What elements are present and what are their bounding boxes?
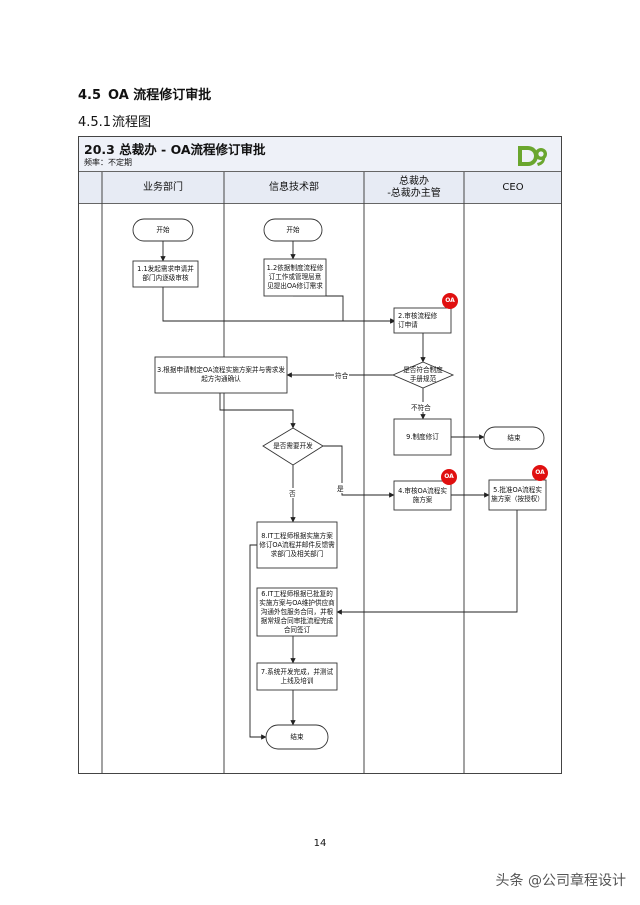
start-label-it: 开始 bbox=[286, 225, 300, 234]
diagram-title: 20.3 总裁办 - OA流程修订审批 bbox=[84, 142, 266, 157]
decision-compliance bbox=[391, 361, 455, 389]
oa-badge-icon bbox=[532, 465, 548, 481]
edge-label-not-comply: 不符合 bbox=[410, 402, 432, 412]
oa-badge-icon bbox=[442, 293, 458, 309]
decision-dev-label: 是否需要开发 bbox=[273, 441, 313, 450]
process-4-label: 4.审核OA流程实施方案 bbox=[398, 486, 447, 504]
edge-3-to-decision bbox=[219, 393, 296, 429]
process-2 bbox=[393, 307, 452, 334]
subsection-title: 流程图 bbox=[112, 115, 152, 130]
start-terminal-it bbox=[263, 218, 323, 242]
process-7 bbox=[256, 662, 338, 691]
edge-label-no: 否 bbox=[288, 488, 297, 498]
subsection-number: 4.5.1 bbox=[78, 115, 112, 130]
diagram-frequency: 频率：不定期 bbox=[84, 158, 132, 167]
end-label-it: 结束 bbox=[290, 732, 304, 741]
decision-compliance-label: 是否符合制度手册规范 bbox=[403, 366, 443, 383]
start-label-business: 开始 bbox=[156, 225, 170, 234]
section-title: OA 流程修订审批 bbox=[108, 88, 212, 103]
section-heading: 4.5 OA 流程修订审批 bbox=[78, 84, 211, 103]
process-1-1 bbox=[132, 260, 199, 288]
process-3 bbox=[154, 356, 288, 394]
edge-label-comply: 符合 bbox=[334, 370, 350, 380]
oa-badge-label: OA bbox=[445, 297, 455, 304]
decision-dev bbox=[262, 427, 324, 466]
oa-badge-label: OA bbox=[535, 469, 545, 476]
edge-yes-to-4 bbox=[323, 445, 395, 498]
lane-it: 信息技术部 bbox=[269, 182, 319, 193]
oa-badge-icon bbox=[441, 469, 457, 485]
edge-label-yes: 是 bbox=[336, 483, 345, 493]
process-8-label: 8.IT工程师根据实施方案修订OA流程并邮件反馈需求部门及相关部门 bbox=[259, 531, 335, 558]
section-number: 4.5 bbox=[78, 88, 102, 103]
diagram-titlebar bbox=[78, 136, 562, 172]
end-terminal-ceo bbox=[483, 426, 545, 450]
process-6-label: 6.IT工程师根据已批复的实施方案与OA维护供应商沟通外包服务合同，并根据常规合… bbox=[259, 589, 335, 634]
process-1-2 bbox=[263, 258, 327, 297]
process-9-label: 9.制度修订 bbox=[406, 432, 439, 441]
diagram-frame bbox=[78, 136, 562, 774]
end-label-ceo: 结束 bbox=[507, 433, 521, 442]
process-5 bbox=[488, 479, 547, 511]
process-8 bbox=[256, 521, 338, 569]
lane-president-office: 总裁办 -总裁办主管 bbox=[387, 176, 441, 199]
watermark: 头条 @公司章程设计 bbox=[495, 873, 626, 889]
lane-business: 业务部门 bbox=[143, 182, 183, 193]
process-5-label: 5.批准OA流程实施方案（按授权） bbox=[491, 486, 544, 503]
process-9 bbox=[393, 418, 452, 456]
start-terminal-business bbox=[132, 218, 194, 242]
edge-1-1-to-2 bbox=[162, 287, 396, 324]
process-2-label: 2.审核流程修订申请 bbox=[398, 311, 438, 329]
subsection-heading: 4.5.1流程图 bbox=[78, 111, 151, 130]
lane-header-row bbox=[78, 172, 562, 204]
process-7-label: 7.系统开发完成，并测试上线及培训 bbox=[260, 667, 334, 685]
end-terminal-it bbox=[265, 724, 329, 750]
oa-badge-label: OA bbox=[444, 473, 454, 480]
edge-1-2-to-2 bbox=[293, 295, 396, 324]
edge-8-to-end bbox=[249, 544, 267, 740]
process-3-label: 3.根据申请制定OA流程实施方案并与需求发起方沟通确认 bbox=[157, 366, 285, 383]
process-1-2-label: 1.2依据制度流程修订工作或管理层意见提出OA修订需求 bbox=[266, 264, 324, 290]
lane-ceo: CEO bbox=[502, 182, 524, 193]
process-6 bbox=[256, 587, 338, 637]
page-number: 14 bbox=[313, 838, 327, 849]
edge-5-to-6 bbox=[336, 510, 518, 615]
process-4 bbox=[393, 480, 452, 511]
logo-icon bbox=[518, 146, 547, 166]
process-1-1-label: 1.1发起需求申请并部门内逐级审核 bbox=[137, 265, 194, 282]
